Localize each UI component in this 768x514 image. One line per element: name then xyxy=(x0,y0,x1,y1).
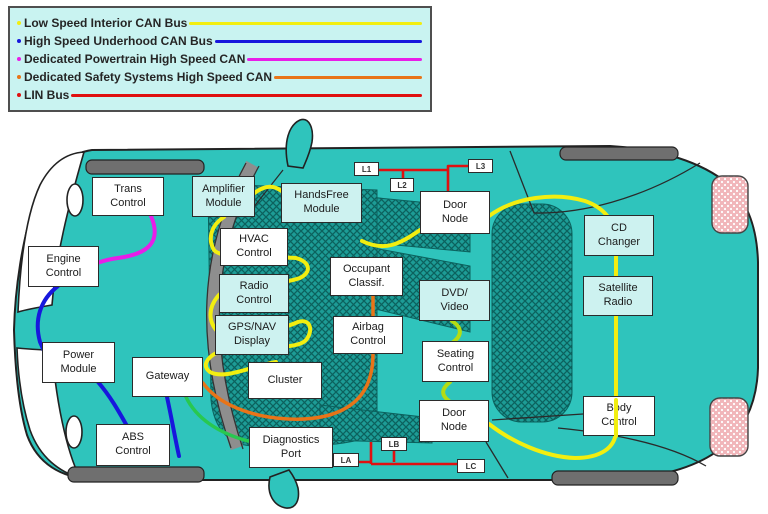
module-satellite-radio: Satellite Radio xyxy=(583,276,653,316)
side-mirror-bottom xyxy=(268,469,300,509)
legend-color-line xyxy=(189,21,422,25)
rail-top-left xyxy=(85,159,205,175)
bus-powertrain xyxy=(95,214,157,265)
lin-node-la: LA xyxy=(333,453,359,467)
module-trans-control: Trans Control xyxy=(92,177,164,216)
legend-item-label: Dedicated Safety Systems High Speed CAN xyxy=(24,70,273,84)
module-gps-nav-display: GPS/NAV Display xyxy=(215,315,289,355)
legend-item-label: High Speed Underhood CAN Bus xyxy=(24,34,213,48)
lin-node-lc: LC xyxy=(457,459,485,473)
headlamp-bottom xyxy=(65,415,83,449)
module-dvd-video: DVD/ Video xyxy=(419,280,490,321)
bus-underhood-power-abs xyxy=(96,380,129,428)
bus-lin-top xyxy=(379,164,468,193)
module-airbag-control: Airbag Control xyxy=(333,316,403,354)
module-engine-control: Engine Control xyxy=(28,246,99,287)
b-pillar-line-bottom xyxy=(485,441,509,479)
rail-bottom-left xyxy=(67,466,205,483)
headlamp-top xyxy=(66,183,84,217)
module-body-control: Body Control xyxy=(583,396,655,436)
module-occupant-classif: Occupant Classif. xyxy=(330,257,403,296)
module-hvac-control: HVAC Control xyxy=(220,228,288,266)
lin-node-lb: LB xyxy=(381,437,407,451)
legend-item: Dedicated Powertrain High Speed CAN xyxy=(17,51,422,67)
module-radio-control: Radio Control xyxy=(219,274,289,313)
legend-item: Dedicated Safety Systems High Speed CAN xyxy=(17,69,422,85)
module-cluster: Cluster xyxy=(248,362,322,399)
bus-interior-handsfree-door xyxy=(360,228,422,249)
legend-color-line xyxy=(247,57,422,61)
bus-lin-bottom xyxy=(359,442,457,466)
side-mirror-top xyxy=(285,118,314,169)
rear-seat xyxy=(491,203,573,423)
legend-item-label: LIN Bus xyxy=(24,88,70,102)
legend-color-line xyxy=(274,75,422,79)
module-power-module: Power Module xyxy=(42,342,115,383)
lin-node-l1: L1 xyxy=(354,162,379,176)
bus-underhood-gateway xyxy=(165,395,181,458)
bus-underhood-engine-power xyxy=(35,284,60,353)
legend-item: Low Speed Interior CAN Bus xyxy=(17,15,422,31)
b-pillar-line-top xyxy=(509,150,701,214)
front-bumper-bottom xyxy=(16,347,82,480)
legend-bullet xyxy=(17,75,21,79)
taillight-bottom xyxy=(709,397,749,457)
mirror-seam-line xyxy=(252,169,284,209)
module-handsfree-module: HandsFree Module xyxy=(281,183,362,223)
legend-color-line xyxy=(214,39,422,43)
module-cd-changer: CD Changer xyxy=(584,215,654,256)
module-diagnostics-port: Diagnostics Port xyxy=(249,427,333,468)
legend-bullet xyxy=(17,21,21,25)
legend-bullet xyxy=(17,57,21,61)
module-amplifier-module: Amplifier Module xyxy=(192,176,255,217)
legend-bullet xyxy=(17,39,21,43)
lin-node-l3: L3 xyxy=(468,159,493,173)
legend-color-line xyxy=(71,93,422,97)
module-seating-control: Seating Control xyxy=(422,341,489,382)
module-gateway: Gateway xyxy=(132,357,203,397)
rail-top-right xyxy=(559,146,679,161)
bus-gateway-diagnostics xyxy=(184,395,250,443)
rail-bottom-right xyxy=(551,470,679,486)
module-abs-control: ABS Control xyxy=(96,424,170,466)
module-door-node-front: Door Node xyxy=(420,191,490,234)
legend-item-label: Low Speed Interior CAN Bus xyxy=(24,16,188,30)
legend-bullet xyxy=(17,93,21,97)
legend-item: LIN Bus xyxy=(17,87,422,103)
legend-item: High Speed Underhood CAN Bus xyxy=(17,33,422,49)
module-door-node-rear: Door Node xyxy=(419,400,489,442)
bus-interior-overlay-body-control xyxy=(614,398,618,438)
lin-node-l2: L2 xyxy=(390,178,414,192)
legend-item-label: Dedicated Powertrain High Speed CAN xyxy=(24,52,246,66)
taillight-top xyxy=(711,175,749,234)
rear-window-line-bottom xyxy=(491,413,707,467)
